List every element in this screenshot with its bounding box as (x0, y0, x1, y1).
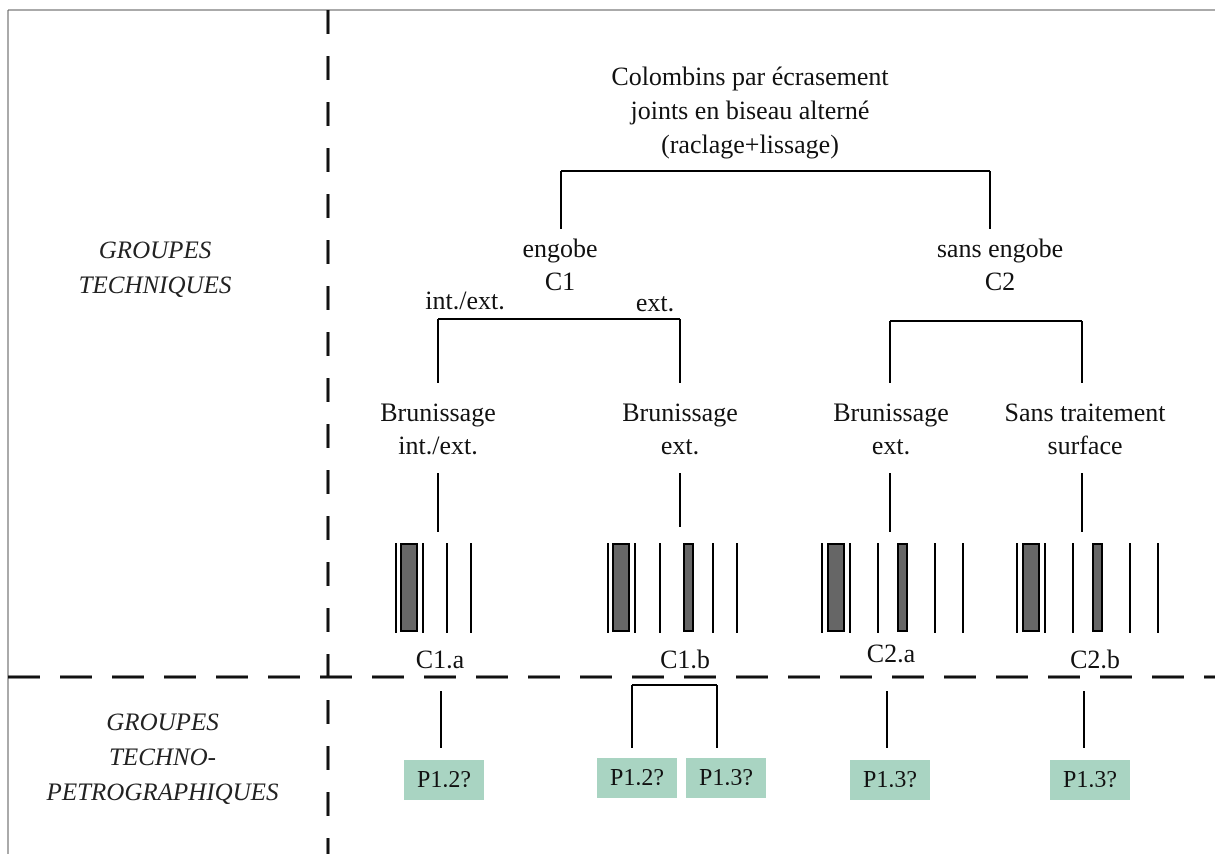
petro-tag-c1a: P1.2? (404, 760, 484, 800)
side-label-line: TECHNIQUES (78, 272, 232, 299)
barcode-c2b (1016, 543, 1159, 633)
treatment-line: Brunissage (380, 398, 496, 427)
barcode-c1b (607, 543, 738, 633)
treatment-line: Sans traitement (1004, 398, 1166, 427)
root-line: joints en biseau alterné (630, 96, 870, 125)
treatment-c2a: Brunissage ext. (811, 396, 971, 462)
treatment-line: ext. (660, 431, 700, 460)
petro-tag-c2a: P1.3? (850, 760, 930, 800)
side-label-line: GROUPES (106, 709, 219, 736)
side-label-line: PETROGRAPHIQUES (46, 779, 279, 806)
barcode-c1a (395, 543, 472, 633)
bottom-connectors (440, 684, 1085, 748)
root-line: Colombins par écrasement (611, 62, 889, 91)
treatment-line: Brunissage (622, 398, 738, 427)
branch-c2: sans engobe C2 (880, 232, 1120, 298)
treatment-line: ext. (871, 431, 911, 460)
treatment-c1b: Brunissage ext. (600, 396, 760, 462)
treatment-c1a: Brunissage int./ext. (358, 396, 518, 462)
side-label-techno-petro: GROUPES TECHNO- PETROGRAPHIQUES (0, 705, 325, 810)
c1-connector (437, 318, 681, 383)
treatment-line: int./ext. (398, 431, 478, 460)
group-c1a: C1.a (415, 645, 465, 674)
c2-connector (889, 320, 1083, 383)
side-label-technical: GROUPES TECHNIQUES (40, 233, 270, 303)
branch-line: C1 (544, 267, 576, 296)
group-c2a: C2.a (866, 639, 916, 668)
branch-line: sans engobe (936, 234, 1064, 263)
treatment-c2b: Sans traitement surface (980, 396, 1190, 462)
petro-tag-c2b: P1.3? (1050, 760, 1130, 800)
petro-tag-c1b-2: P1.3? (686, 758, 766, 798)
sub-label-int-ext: int./ext. (425, 286, 505, 315)
branch-line: engobe (522, 234, 598, 263)
treatment-line: surface (1047, 431, 1123, 460)
barcode-c2a (821, 543, 964, 633)
group-c2b: C2.b (1070, 645, 1120, 674)
side-label-line: GROUPES (98, 237, 212, 264)
branch-c1: engobe C1 (480, 232, 640, 298)
treatment-stems (437, 473, 1083, 532)
treatment-line: Brunissage (833, 398, 949, 427)
root-connector (560, 170, 991, 229)
group-c1b: C1.b (660, 645, 710, 674)
side-label-line: TECHNO- (109, 744, 216, 771)
root-node: Colombins par écrasement joints en bisea… (560, 60, 940, 162)
petro-tag-c1b-1: P1.2? (597, 758, 677, 798)
branch-line: C2 (984, 267, 1016, 296)
root-line: (raclage+lissage) (661, 130, 839, 159)
sub-label-ext: ext. (635, 288, 675, 317)
